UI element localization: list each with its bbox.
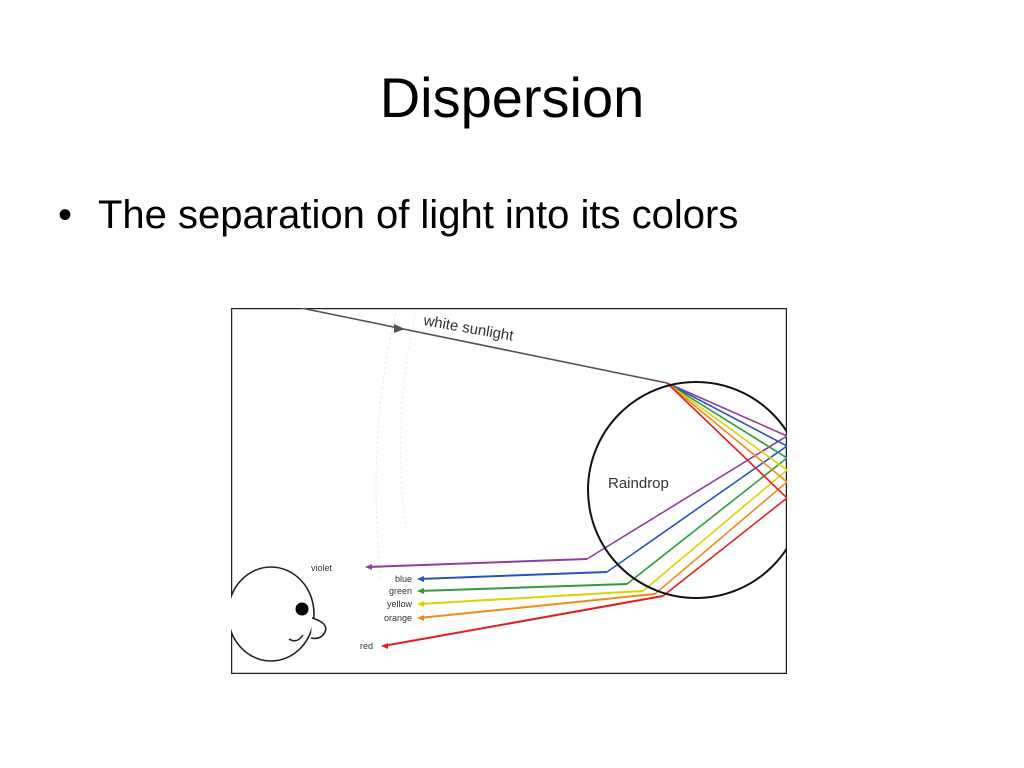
violet-exit-ray bbox=[366, 558, 588, 568]
color-labels: violet blue green yellow orange red bbox=[311, 563, 424, 651]
mouth bbox=[288, 634, 304, 642]
bullet-text: The separation of light into its colors bbox=[98, 193, 739, 237]
sunlight-ray bbox=[300, 308, 668, 384]
red-label: red bbox=[360, 641, 373, 651]
green-exit-ray bbox=[418, 583, 628, 592]
green-arrowhead bbox=[417, 588, 424, 594]
violet-arrowhead bbox=[365, 564, 372, 570]
red-exit-ray bbox=[382, 595, 664, 647]
sunlight-arrowhead bbox=[394, 324, 405, 333]
blue-label: blue bbox=[395, 574, 412, 584]
red-reflected-ray bbox=[662, 497, 787, 597]
violet-refracted-ray bbox=[666, 382, 787, 437]
diagram-frame bbox=[231, 308, 787, 674]
head-outline bbox=[231, 566, 315, 662]
blue-arrowhead bbox=[417, 576, 424, 582]
green-label: green bbox=[389, 586, 412, 596]
blue-refracted-ray bbox=[666, 382, 787, 447]
yellow-arrowhead bbox=[417, 601, 424, 607]
observer-head bbox=[231, 566, 327, 662]
slide-title: Dispersion bbox=[379, 66, 645, 129]
violet-label: violet bbox=[311, 563, 333, 573]
orange-label: orange bbox=[384, 613, 412, 623]
violet-reflected-ray bbox=[586, 435, 787, 560]
blue-exit-ray bbox=[418, 571, 608, 580]
yellow-label: yellow bbox=[387, 599, 413, 609]
raindrop-circle bbox=[587, 381, 787, 599]
orange-reflected-ray bbox=[654, 481, 787, 595]
faint-arc bbox=[399, 312, 417, 529]
bullet-symbol: • bbox=[58, 193, 73, 237]
nose bbox=[310, 617, 327, 640]
blue-reflected-ray bbox=[606, 445, 787, 573]
orange-refracted-ray bbox=[666, 382, 787, 483]
faint-arc bbox=[375, 312, 397, 579]
red-arrowhead bbox=[381, 643, 388, 649]
rays bbox=[366, 382, 787, 647]
yellow-reflected-ray bbox=[642, 469, 787, 592]
red-refracted-ray bbox=[666, 382, 787, 499]
green-refracted-ray bbox=[666, 382, 787, 459]
yellow-refracted-ray bbox=[666, 382, 787, 471]
yellow-exit-ray bbox=[418, 590, 644, 605]
raindrop-label: Raindrop bbox=[608, 475, 669, 492]
green-reflected-ray bbox=[626, 457, 787, 585]
orange-exit-ray bbox=[418, 593, 656, 619]
bullet-item: • The separation of light into its color… bbox=[58, 190, 738, 240]
orange-arrowhead bbox=[417, 615, 424, 621]
eye bbox=[295, 602, 309, 616]
